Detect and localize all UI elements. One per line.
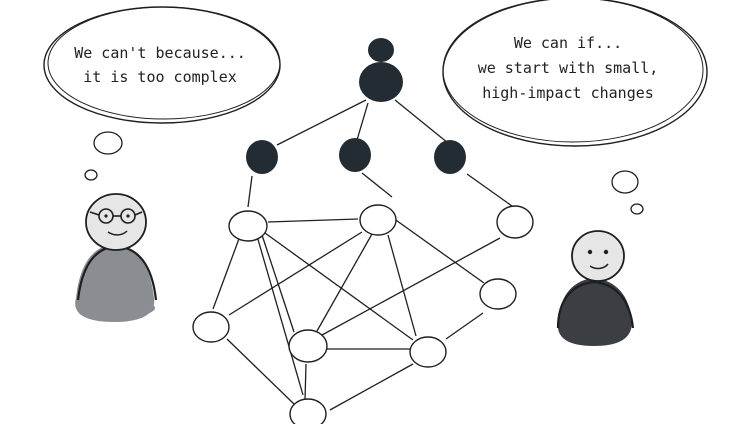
manager-node-left (246, 140, 278, 174)
right-bubble-line-1: We can if... (514, 34, 622, 52)
team-nodes (192, 204, 534, 424)
left-bubble-line-2: it is too complex (83, 68, 237, 86)
right-thought-bubble: We can if... we start with small, high-i… (442, 0, 708, 147)
right-thought-dots (611, 170, 644, 215)
left-person (75, 193, 158, 322)
right-bubble-line-3: high-impact changes (482, 84, 654, 102)
right-bubble-line-2: we start with small, (478, 59, 659, 77)
left-thought-bubble: We can't because... it is too complex (43, 6, 281, 124)
left-thought-dots (84, 131, 123, 181)
manager-nodes (246, 138, 466, 174)
manager-node-center (339, 138, 371, 172)
left-bubble-line-1: We can't because... (74, 44, 246, 62)
right-person (556, 230, 635, 346)
top-leader-node (359, 38, 403, 102)
network-edges (212, 99, 513, 411)
glasses-icon (89, 208, 143, 224)
manager-node-right (434, 140, 466, 174)
